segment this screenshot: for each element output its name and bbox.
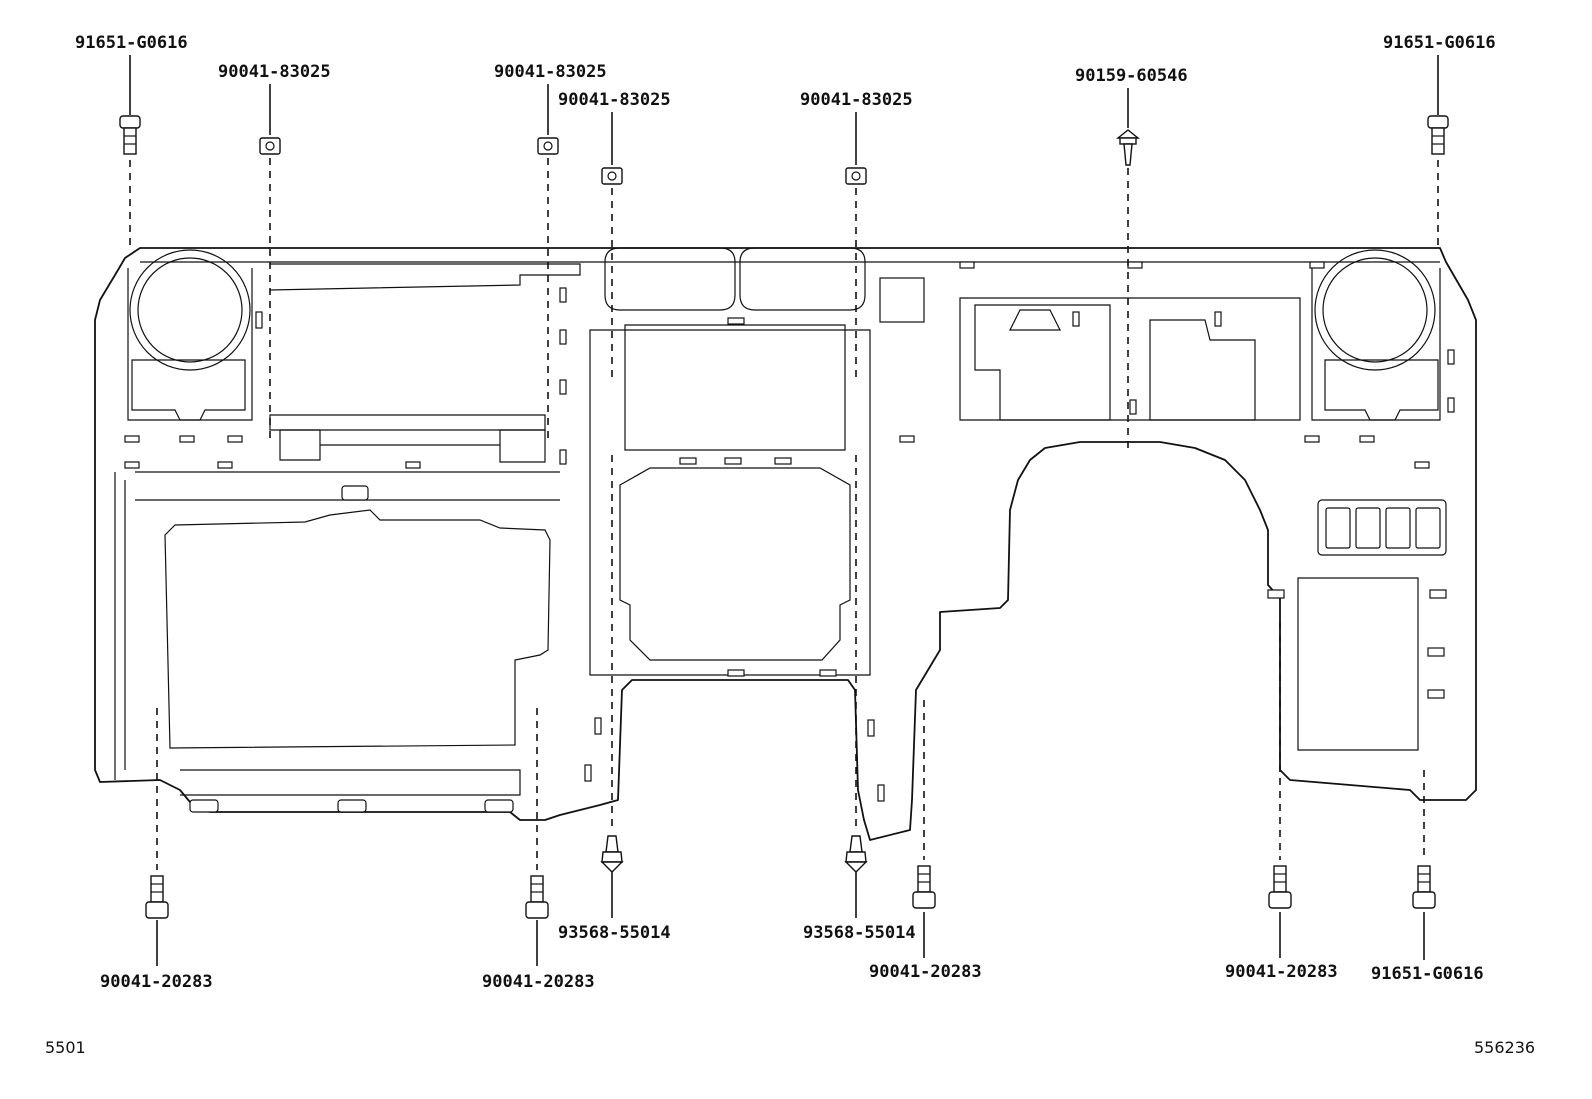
bolt-icon [145, 875, 169, 919]
part-label-90041-83025: 90041-83025 [218, 62, 331, 82]
screw-icon [600, 835, 624, 873]
part-label-91651-G0616: 91651-G0616 [1383, 33, 1496, 53]
clip-nut-icon [259, 137, 281, 155]
callout-lines [129, 55, 1439, 966]
part-label-93568-55014: 93568-55014 [558, 923, 671, 943]
part-label-90041-20283: 90041-20283 [1225, 962, 1338, 982]
part-label-91651-G0616: 91651-G0616 [75, 33, 188, 53]
bolt-icon [1412, 865, 1436, 909]
panel-slots [124, 261, 1455, 813]
part-label-90041-20283: 90041-20283 [100, 972, 213, 992]
part-label-90041-83025: 90041-83025 [494, 62, 607, 82]
clip-nut-icon [601, 167, 623, 185]
part-label-93568-55014: 93568-55014 [803, 923, 916, 943]
bolt-icon [119, 115, 141, 155]
bolt-icon [1268, 865, 1292, 909]
part-label-90041-83025: 90041-83025 [800, 90, 913, 110]
bolt-icon [912, 865, 936, 909]
footer-left-code: 5501 [45, 1038, 86, 1057]
footer-right-code: 556236 [1474, 1038, 1535, 1057]
bolt-icon [525, 875, 549, 919]
leader-lines [129, 158, 1439, 870]
instrument-panel-reinforcement [94, 247, 1477, 841]
part-label-91651-G0616: 91651-G0616 [1371, 964, 1484, 984]
screw-icon [844, 835, 868, 873]
part-label-90041-20283: 90041-20283 [869, 962, 982, 982]
screw-icon [1116, 129, 1140, 166]
clip-nut-icon [537, 137, 559, 155]
bolt-icon [1427, 115, 1449, 155]
part-label-90041-83025: 90041-83025 [558, 90, 671, 110]
part-label-90041-20283: 90041-20283 [482, 972, 595, 992]
part-label-90159-60546: 90159-60546 [1075, 66, 1188, 86]
clip-nut-icon [845, 167, 867, 185]
